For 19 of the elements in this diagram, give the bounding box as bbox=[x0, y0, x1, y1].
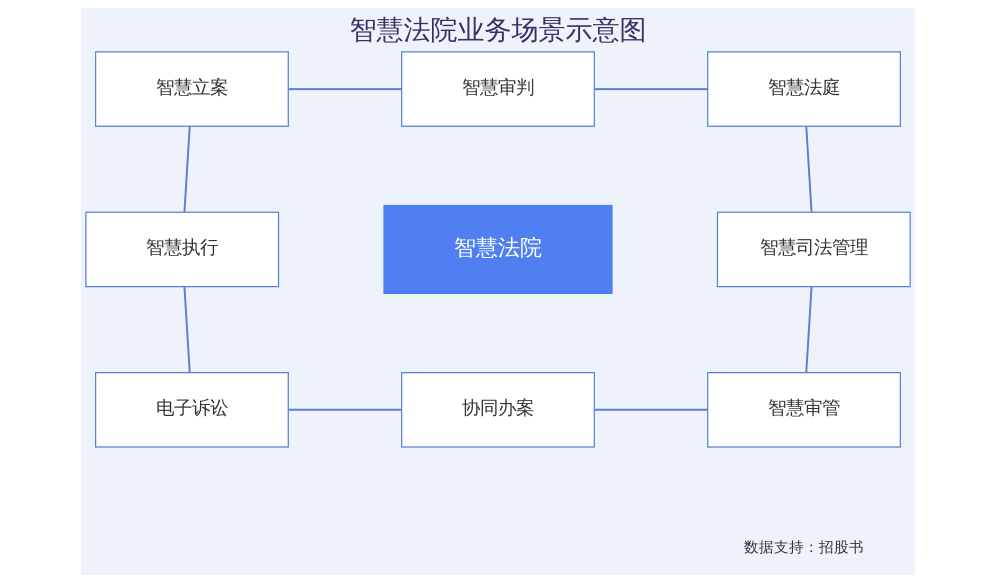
connector bbox=[182, 126, 190, 212]
label: 数据支持：招股书 bbox=[744, 538, 864, 556]
diagram-title: 智慧法院业务场景示意图 bbox=[349, 15, 646, 46]
connector bbox=[182, 286, 190, 373]
node-box: 协同办案 bbox=[400, 372, 594, 448]
connector bbox=[594, 408, 708, 411]
node-box: 智慧审管 bbox=[706, 372, 900, 448]
node-box: 电子诉讼 bbox=[94, 372, 288, 448]
node-box: 智慧法庭 bbox=[706, 51, 900, 127]
connector bbox=[804, 126, 812, 212]
connector bbox=[594, 88, 708, 90]
connector bbox=[288, 408, 402, 411]
node-box: 智慧司法管理 bbox=[716, 212, 910, 288]
connector bbox=[288, 88, 402, 90]
node-box: 智慧立案 bbox=[94, 51, 288, 127]
node-box: 智慧审判 bbox=[400, 51, 594, 127]
node-box: 智慧执行 bbox=[84, 212, 279, 288]
node-box: 智慧法院 bbox=[382, 204, 612, 294]
connector bbox=[804, 286, 812, 373]
